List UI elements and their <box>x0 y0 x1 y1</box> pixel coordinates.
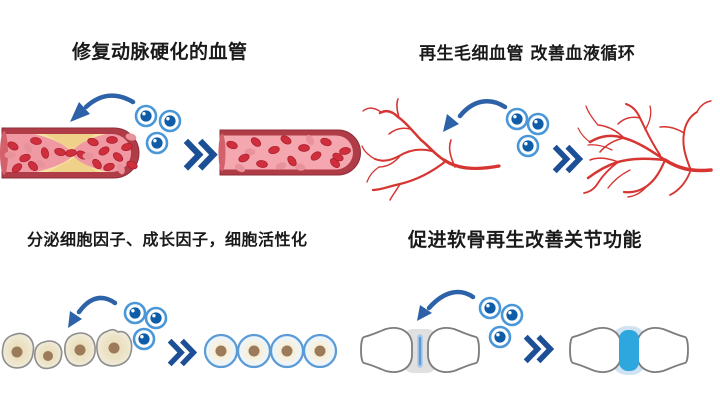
progress-chevron <box>186 141 214 169</box>
injection-arrow <box>443 98 508 132</box>
progress-chevron <box>170 341 194 365</box>
healthy-vessel <box>218 129 361 176</box>
injection-arrow <box>70 93 136 122</box>
injection-arrow <box>68 295 118 328</box>
joint-healthy <box>569 326 689 375</box>
joint-degraded <box>360 327 480 373</box>
stem-cell-cluster <box>505 107 550 158</box>
panel-repair-vessel <box>0 93 361 179</box>
bone-right <box>427 327 480 373</box>
bone-right <box>636 327 689 373</box>
progress-chevron <box>555 147 580 172</box>
diseased-vessel <box>0 127 140 179</box>
vessel-opening <box>0 131 8 175</box>
panel-title-cartilage-regeneration: 促进软骨再生改善关节功能 <box>408 229 643 251</box>
panel-title-secrete-factors: 分泌细胞因子、成长因子，细胞活性化 <box>27 230 308 249</box>
bone-left <box>360 327 413 373</box>
stem-cell-cluster <box>134 104 182 155</box>
panel-cartilage-regeneration <box>360 289 689 375</box>
panel-regenerate-capillaries <box>361 98 713 201</box>
plaque-deposit <box>34 134 108 172</box>
capillary-sparse <box>361 98 501 201</box>
progress-chevron <box>526 337 551 362</box>
cartilage-regenerated <box>619 330 639 371</box>
activated-cells <box>203 333 338 369</box>
bone-left <box>569 327 622 373</box>
panel-title-regenerate-capillaries: 再生毛细血管 改善血液循环 <box>419 44 636 64</box>
vessel-opening <box>218 133 226 172</box>
injection-arrow <box>417 289 476 321</box>
panel-title-repair-vessel: 修复动脉硬化的血管 <box>72 41 248 63</box>
stem-cell-cluster <box>478 296 524 349</box>
panel-secrete-factors <box>1 295 338 370</box>
capillary-dense <box>577 100 713 198</box>
aged-cells <box>1 328 133 370</box>
